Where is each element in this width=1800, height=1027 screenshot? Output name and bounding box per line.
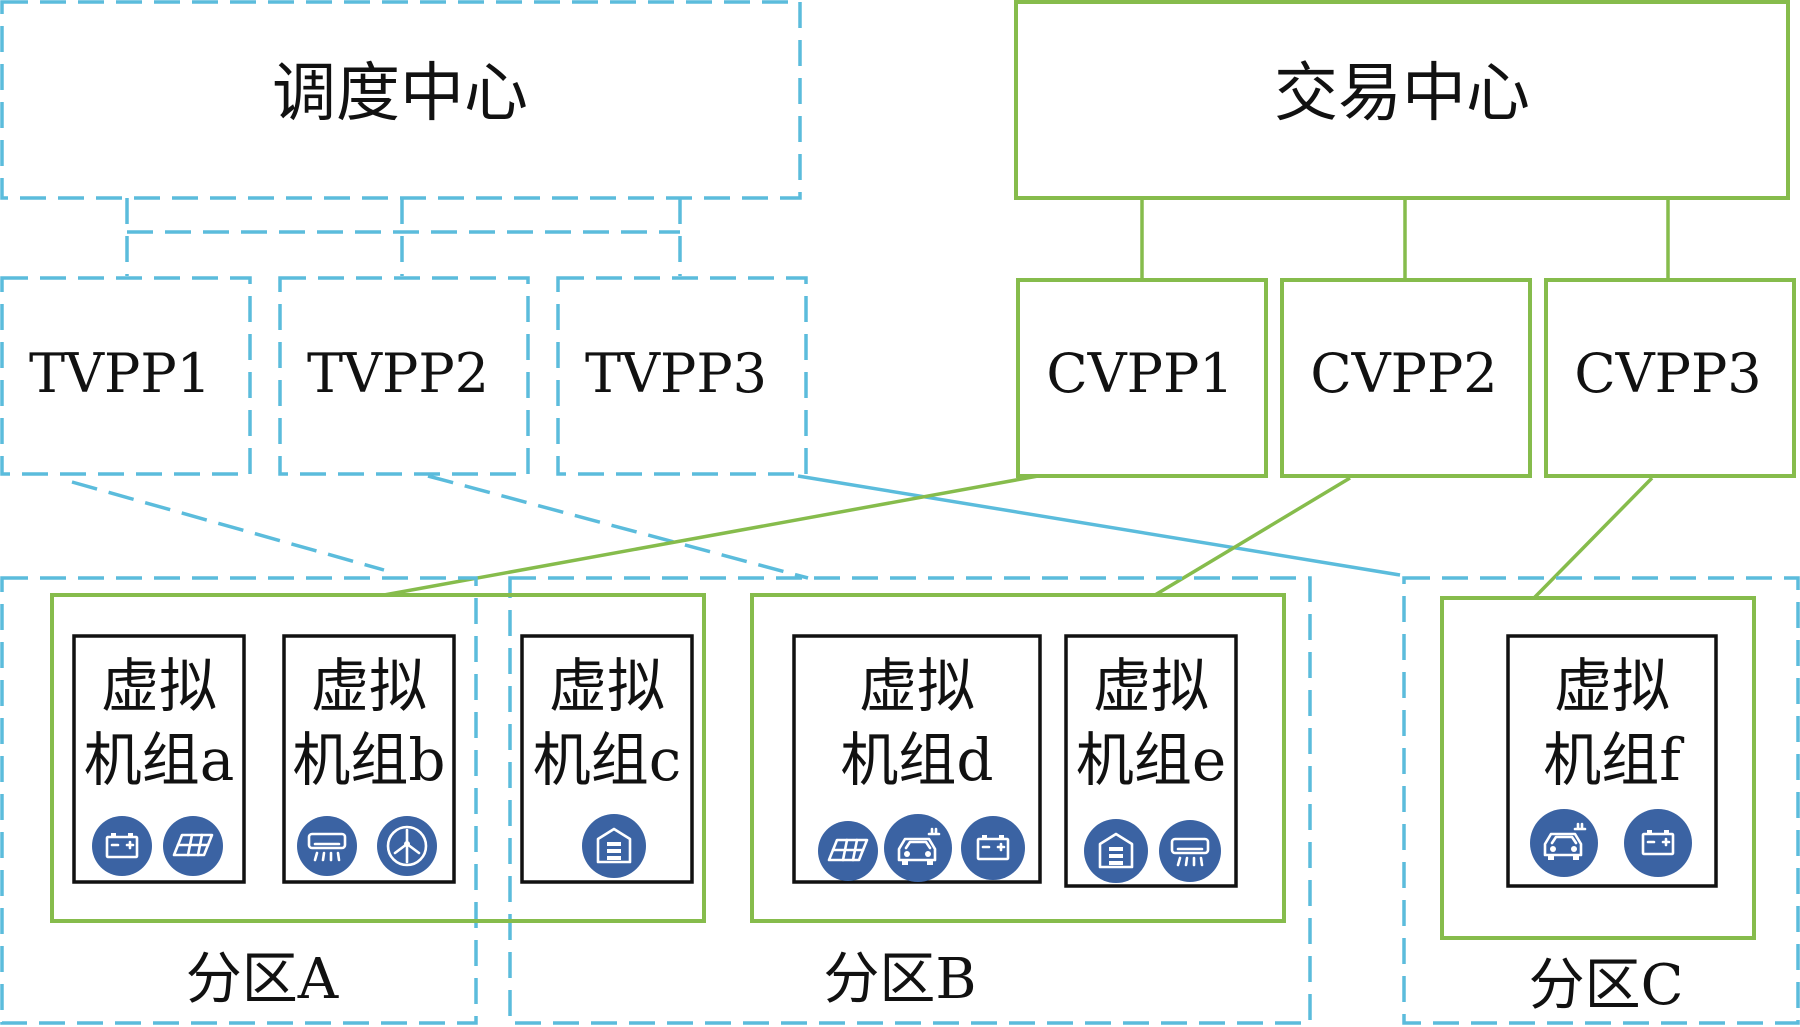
tvpp1-label: TVPP1	[29, 342, 211, 405]
tvpp3-label: TVPP3	[585, 342, 767, 405]
building-icon	[582, 814, 646, 878]
building-icon	[1084, 819, 1148, 883]
zone-c-label: 分区C	[1529, 953, 1684, 1018]
tvpp3-box	[556, 276, 808, 476]
battery-icon	[961, 816, 1025, 880]
tvpp2-box	[278, 276, 530, 476]
solar-panel-icon	[163, 816, 223, 876]
air-conditioner-icon	[297, 816, 357, 876]
cvpp3-box	[1544, 278, 1796, 478]
unit-c-line1: 虚拟	[549, 652, 665, 720]
unit-b: 虚拟 机组b	[282, 634, 456, 884]
unit-a-line1: 虚拟	[101, 652, 217, 720]
tvpp2-to-zone-b-line	[427, 474, 809, 580]
tvpp1-box	[0, 276, 252, 476]
cvpp1-box	[1016, 278, 1268, 478]
unit-e-line1: 虚拟	[1093, 652, 1209, 720]
cvpp1-to-cluster-a-line	[383, 474, 1039, 597]
cluster-c-box	[1440, 596, 1756, 940]
unit-e-line2: 机组e	[1076, 726, 1226, 794]
unit-b-line2: 机组b	[292, 726, 445, 794]
zone-b-label: 分区B	[823, 947, 976, 1012]
cvpp1-label: CVPP1	[1046, 342, 1233, 405]
unit-b-line1: 虚拟	[311, 652, 427, 720]
dispatch-bus	[125, 198, 682, 276]
zone-a-box	[0, 576, 478, 1025]
air-conditioner-icon	[1159, 820, 1221, 882]
electric-vehicle-icon	[1530, 809, 1598, 877]
tvpp3-to-zone-c-line	[797, 474, 1401, 577]
cvpp2-to-cluster-b-line	[1154, 476, 1351, 597]
zone-c-box	[1402, 576, 1800, 1025]
cvpp3-to-cluster-c-line	[1532, 476, 1654, 600]
unit-a-line2: 机组a	[84, 726, 235, 794]
trading-bus	[1140, 198, 1670, 280]
tvpp1-to-cluster-a-line	[71, 480, 385, 572]
trading-center-label: 交易中心	[1274, 57, 1530, 131]
electric-vehicle-icon	[884, 814, 952, 882]
cluster-a-box	[50, 593, 706, 923]
cvpp2-box	[1280, 278, 1532, 478]
solar-panel-icon	[818, 821, 878, 881]
trading-center-box	[1014, 0, 1790, 200]
cluster-b-box	[750, 593, 1286, 923]
unit-d-line2: 机组d	[840, 726, 993, 794]
unit-d-line1: 虚拟	[859, 652, 975, 720]
wind-turbine-icon	[377, 816, 437, 876]
tvpp2-label: TVPP2	[307, 342, 489, 405]
unit-f-line2: 机组f	[1543, 726, 1684, 794]
unit-c-line2: 机组c	[533, 726, 681, 794]
unit-f-line1: 虚拟	[1554, 652, 1670, 720]
battery-icon	[1624, 809, 1692, 877]
cvpp3-label: CVPP3	[1574, 342, 1761, 405]
zone-a-label: 分区A	[186, 947, 339, 1012]
dispatch-center-label: 调度中心	[272, 57, 528, 131]
cvpp2-label: CVPP2	[1310, 342, 1497, 405]
zone-b-box	[508, 576, 1312, 1025]
battery-icon	[92, 816, 152, 876]
